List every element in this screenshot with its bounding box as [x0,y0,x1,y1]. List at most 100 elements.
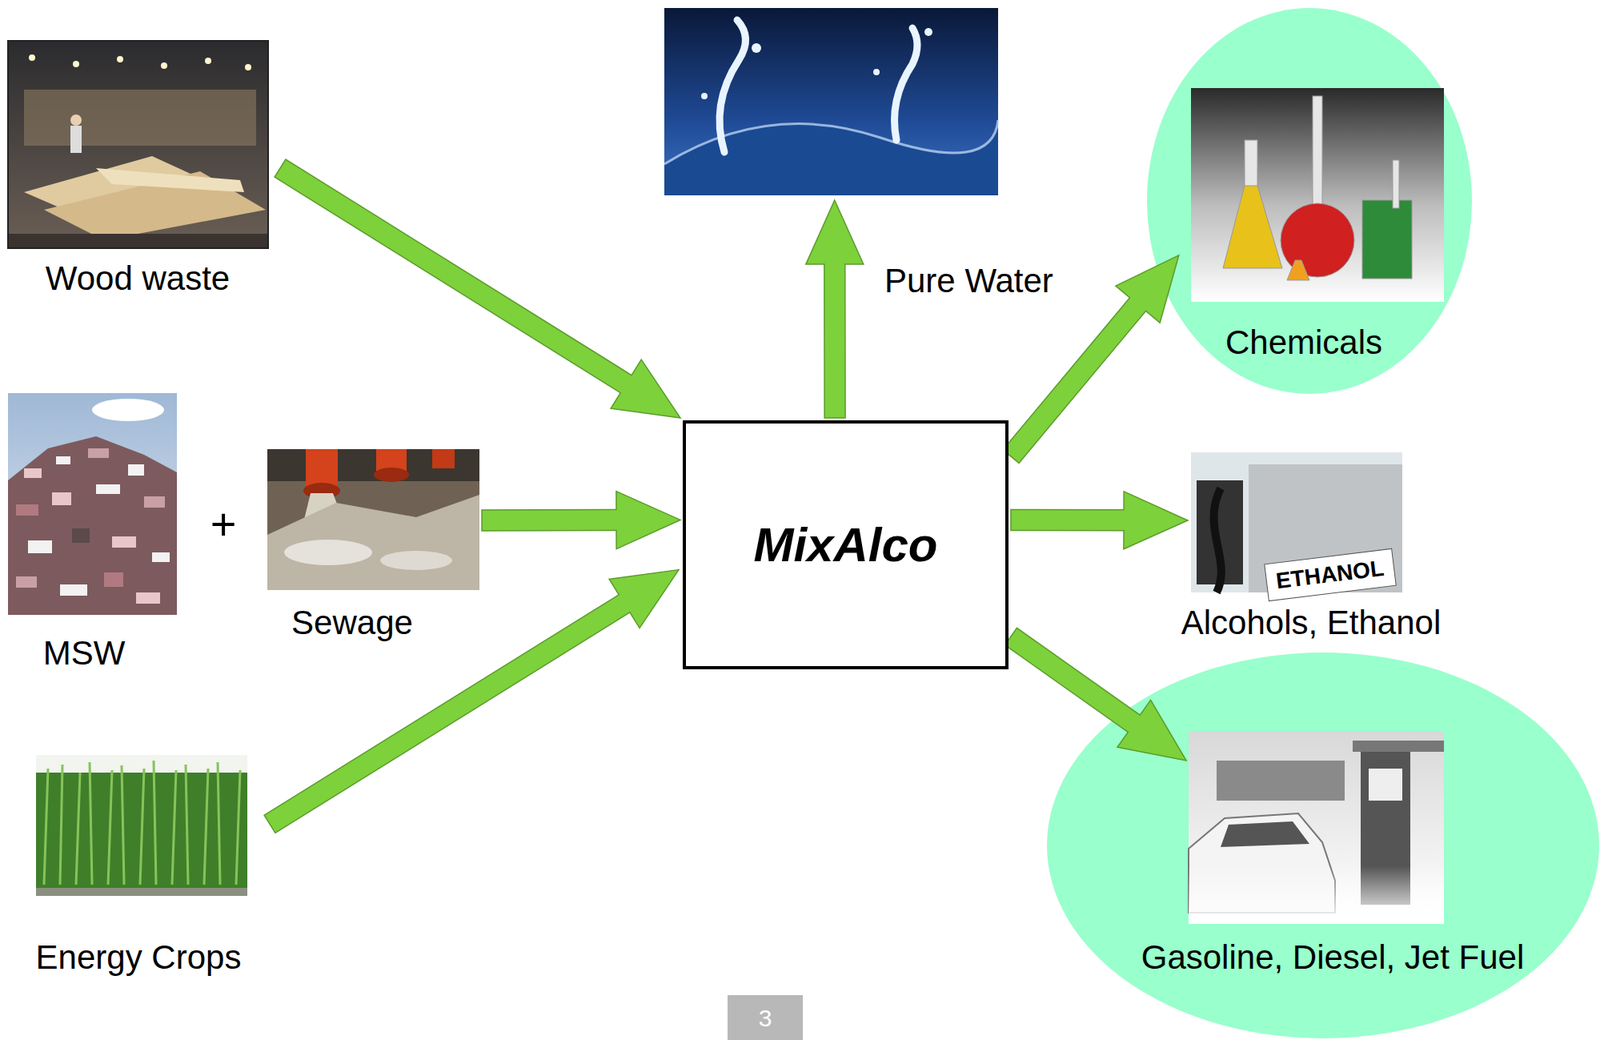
trash [88,448,109,458]
wall [267,449,480,482]
feedstock-node: Energy Crops [36,754,248,896]
gas-station-photo [1188,730,1444,924]
wave-crest [664,120,999,165]
ellipse-fill [1146,8,1472,394]
flow-arrow [1010,491,1188,550]
droplet [751,43,762,53]
trash [28,540,53,554]
caption: MSW [43,633,126,673]
shelves [24,89,257,146]
red-flask [1280,203,1355,277]
photo-ground [664,8,999,196]
photo-frame [8,40,269,249]
caption-holder: Sewage [291,603,414,642]
trash [144,496,165,508]
caption-holder: MSW [43,633,126,673]
worker [70,125,82,153]
fade [1188,730,1444,924]
caption: Gasoline, Diesel, Jet Fuel [1141,938,1525,977]
caption-holder: Gasoline, Diesel, Jet Fuel [1141,938,1525,977]
sky [8,392,177,615]
flow-arrow [806,200,864,418]
caption: Pure Water [884,261,1054,301]
flow-arrow [481,491,681,550]
trash [96,484,121,494]
droplet [873,68,880,76]
product-ellipse: Gasoline, Diesel, Jet Fuel [1046,651,1600,1039]
trash [112,536,137,548]
product-ellipse: Chemicals [1146,7,1473,395]
yellow-flask [1223,185,1283,269]
caption-holder: Alcohols, Ethanol [1181,603,1442,642]
trash [136,592,161,604]
pipe [432,449,455,469]
flask-neck [1312,96,1323,209]
trash [16,576,37,588]
ethanol-pump-photo [1190,452,1403,602]
ellipse-shape [1046,651,1600,1039]
caption: Sewage [291,603,414,642]
orange-flask [1287,260,1310,281]
page-number: 3 [758,1004,773,1031]
ellipse-fill [1046,652,1600,1039]
foam [284,539,373,566]
caption: Chemicals [1225,323,1383,362]
splash [894,28,919,141]
trash-pile [8,436,177,615]
lamp [28,54,36,61]
plus-sign: + [210,499,237,550]
water-photo [664,8,999,196]
page-number-holder: 3 [758,1004,773,1031]
energy-crops-photo [36,754,248,896]
green-beaker [1362,200,1412,279]
caption-holder: Pure Water [884,261,1054,301]
photo-ground [8,40,269,249]
flow-arrow [264,569,679,834]
sign-panel [1264,548,1396,601]
lamp [160,62,168,69]
droplet [924,28,933,37]
floor [8,233,269,249]
wave [664,120,999,196]
caption: Alcohols, Ethanol [1181,603,1442,642]
photo-ground [1188,730,1444,924]
water [267,494,480,590]
trash [24,468,42,478]
process-box: MixAlco [682,420,1009,670]
lamp [116,56,124,63]
trash [56,456,71,465]
feedstock-node: MSW [8,392,177,615]
feedstock-node: Wood waste [8,40,269,249]
sewage-photo [267,449,480,590]
trash [128,464,145,476]
caption: Wood waste [45,259,230,298]
caption-holder: Energy Crops [36,938,242,977]
pipe-mouth [373,467,410,482]
caption: Energy Crops [36,938,242,977]
product-node: Pure Water [664,8,999,196]
lamp [244,64,252,71]
flask-neck [1244,140,1258,189]
caption-holder: Chemicals [1225,323,1383,362]
trash [16,504,39,516]
trash [72,528,90,543]
hose [1213,488,1221,593]
ground [36,887,248,896]
worker [70,114,82,126]
foam [380,550,453,570]
trash [104,572,124,587]
trash [152,552,170,562]
photo-ground [1190,88,1444,302]
caption-holder: Wood waste [45,259,230,298]
lamp [204,57,212,65]
splash [719,20,746,153]
boards [96,168,245,193]
feedstock-node: Sewage [267,449,480,590]
trash [52,492,72,506]
grass-blades [44,760,241,885]
page-number-box [727,994,803,1040]
flow-arrow [274,159,681,418]
chemicals-photo [1190,88,1444,302]
droplet [701,92,708,100]
